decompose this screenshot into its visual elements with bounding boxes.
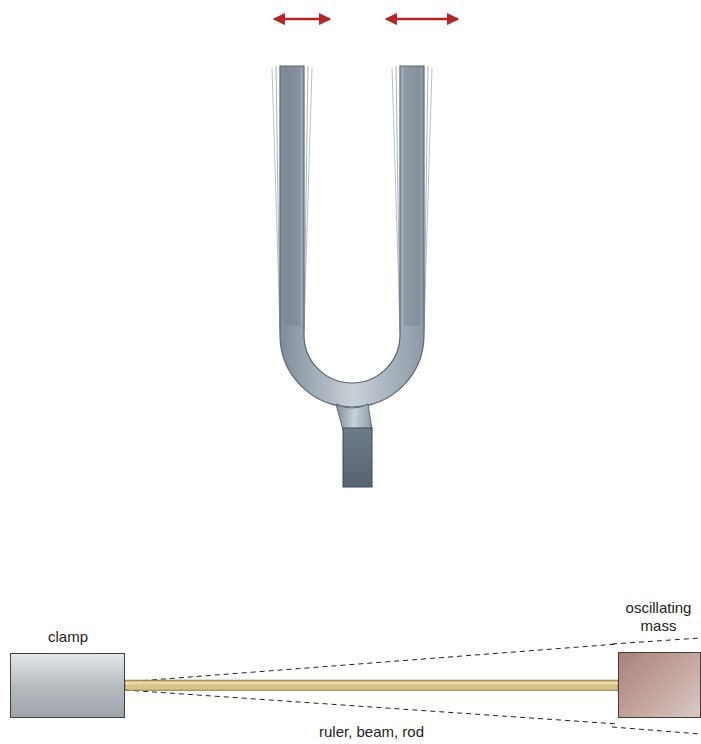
part-label: clamp: [48, 628, 88, 646]
oscillating-mass-block: oscillating mass: [618, 652, 701, 718]
beam: [125, 680, 618, 690]
clamp-block: clamp: [10, 653, 125, 718]
beam-label: ruler, beam, rod: [316, 723, 427, 741]
tuning-fork: [272, 66, 432, 487]
part-label: oscillating mass: [619, 599, 698, 635]
deflection-outline: [125, 638, 700, 734]
vibration-arrows: [274, 19, 458, 20]
